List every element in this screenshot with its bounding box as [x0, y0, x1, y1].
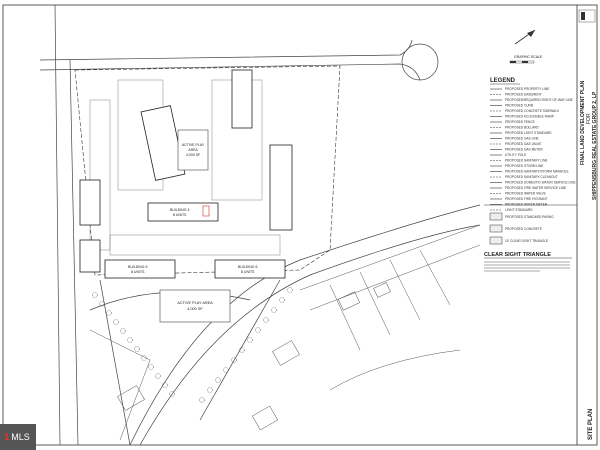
legend-item: PROPOSED GAS VALVE	[505, 142, 541, 146]
legend-item: PROPOSED BOLLARD	[505, 126, 540, 130]
tree-icon	[113, 319, 119, 325]
client-name: SHIPPENSBURG REAL ESTATE GROUP 2, LP	[592, 91, 598, 200]
legend-item: PROPOSED STORM LINE	[505, 164, 543, 168]
legend-item: PROPOSED SANITARY/STORM MANHOLE	[505, 170, 569, 174]
tree-icon	[207, 387, 213, 393]
tree-icon	[247, 337, 253, 343]
play-area-2-label: ACTIVE PLAY AREA	[177, 301, 213, 305]
tree-icon	[162, 382, 168, 388]
legend-item: PROPOSED/REQUIRED RIGHT-OF-WAY LINE	[505, 98, 573, 102]
legend-item: PROPOSED FIRE WATER SERVICE LINE	[505, 186, 566, 190]
north-arrow-icon	[514, 29, 536, 45]
legend-item: PROPOSED SANITARY CLEANOUT	[505, 175, 558, 179]
tree-icon	[169, 391, 175, 397]
roads	[39, 4, 481, 446]
building-6	[214, 259, 286, 279]
legend-hatch-item: PROPOSED CONCRETE	[505, 227, 542, 231]
legend-item: PROPOSED FENCE	[505, 120, 535, 124]
legend-item: PROPOSED DOMESTIC WATER SERVICE LINE	[505, 181, 576, 185]
graphic-scale: GRAPHIC SCALE	[514, 55, 543, 59]
adjacent-lots	[89, 224, 481, 441]
building-5-units: 8 UNITS	[131, 270, 145, 274]
tree-icon	[279, 297, 285, 303]
highlighted-unit	[202, 205, 210, 217]
legend-item: PROPOSED PROPERTY LINE	[505, 87, 549, 91]
clear-sight-heading: CLEAR SIGHT TRIANGLE	[484, 252, 551, 258]
legend-item: LIGHT STANDARD	[505, 208, 533, 212]
legend-hatch-swatch	[489, 224, 503, 233]
building-5	[104, 259, 176, 279]
sheet-border	[2, 4, 598, 446]
legend-item: PROPOSED GAS LINE	[505, 137, 539, 141]
building-4-units: 8 UNITS	[173, 213, 187, 217]
tree-icon	[199, 397, 205, 403]
tree-icon	[263, 317, 269, 323]
tree-icon	[106, 310, 112, 316]
tree-icon	[223, 367, 229, 373]
tree-icon	[99, 301, 105, 307]
plan-title: FINAL LAND DEVELOPMENT PLAN	[580, 80, 586, 165]
tree-icon	[148, 364, 154, 370]
legend-hatch-item: 15' CLEAR SIGHT TRIANGLE	[505, 239, 548, 243]
play-area-2	[159, 289, 231, 323]
legend-hatch-swatch	[489, 236, 503, 245]
title-block: FINAL LAND DEVELOPMENT PLAN FOR SHIPPENS…	[578, 9, 598, 440]
legend-hatch-swatch	[489, 212, 503, 221]
tree-icon	[271, 307, 277, 313]
tree-icon	[134, 346, 140, 352]
tree-icon	[255, 327, 261, 333]
buildings	[79, 69, 293, 279]
building-4	[147, 202, 219, 222]
legend-item: PROPOSED WATER METER	[505, 203, 548, 207]
clear-sight-triangle-note: CLEAR SIGHT TRIANGLE	[484, 252, 572, 272]
legend-item: UTILITY POLE	[505, 153, 526, 157]
play-area-1	[177, 129, 209, 171]
legend-item: PROPOSED LIGHT STANDARD	[505, 131, 552, 135]
tree-icon	[92, 292, 98, 298]
legend-item: PROPOSED CURB	[505, 104, 533, 108]
sheet-name: SITE PLAN	[588, 409, 594, 440]
tree-icon	[127, 337, 133, 343]
play-area-1-label-2: AREA	[188, 148, 198, 152]
building-6-units: 8 UNITS	[241, 270, 255, 274]
tree-rows	[92, 287, 293, 403]
legend-item: PROPOSED GAS METER	[505, 148, 543, 152]
tree-icon	[120, 328, 126, 334]
building-5-label: BUILDING 5	[128, 265, 148, 269]
tree-icon	[155, 373, 161, 379]
tree-icon	[239, 347, 245, 353]
tree-icon	[231, 357, 237, 363]
legend-heading: LEGEND	[490, 78, 516, 84]
legend-item: PROPOSED SANITARY LINE	[505, 159, 548, 163]
legend-item: PROPOSED WATER VALVE	[505, 192, 546, 196]
building-6-label: BUILDING 6	[238, 265, 258, 269]
tree-icon	[287, 287, 293, 293]
legend-item: PROPOSED FIRE HYDRANT	[505, 197, 548, 201]
play-area-2-size: 4,000 SF	[187, 307, 203, 311]
tree-icon	[215, 377, 221, 383]
legend-item: PROPOSED CONCRETE SIDEWALK	[505, 109, 560, 113]
building-4-label: BUILDING 4	[170, 208, 190, 212]
legend-hatch-item: PROPOSED STANDARD PAVING	[505, 215, 554, 219]
plan-for: FOR	[586, 113, 592, 124]
legend: LEGEND PROPOSED PROPERTY LINE PROPOSED EA…	[489, 78, 576, 245]
legend-item: PROPOSED EASEMENT	[505, 93, 542, 97]
play-area-1-label: ACTIVE PLAY	[182, 143, 205, 147]
legend-item: PROPOSED ACCESSIBLE RAMP	[505, 115, 554, 119]
play-area-1-size: 4,000 SF	[186, 153, 200, 157]
